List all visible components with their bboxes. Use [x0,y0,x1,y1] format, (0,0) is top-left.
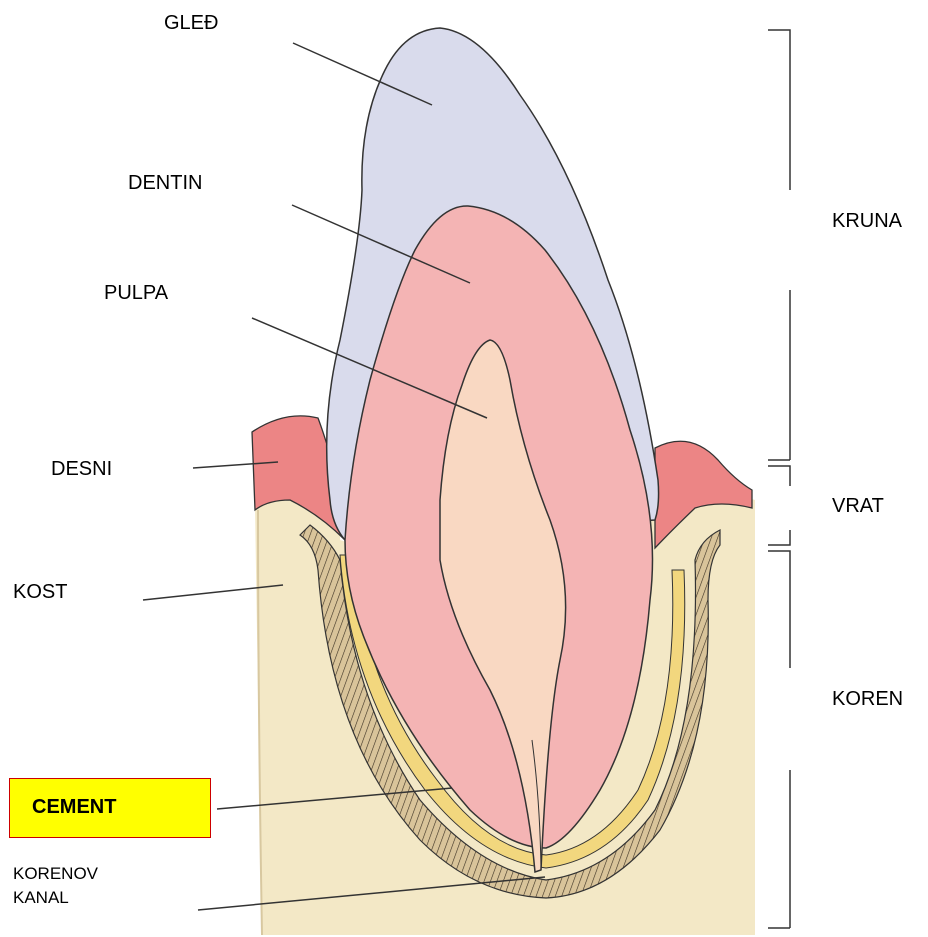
pulp-label: PULPA [104,282,168,304]
bone-label: KOST [13,581,67,603]
crown-region-label: KRUNA [832,210,902,232]
root-canal-label-line2: KANAL [13,887,69,909]
cement-label: CEMENT [32,796,116,818]
crown-bracket [768,30,790,460]
neck-region-label: VRAT [832,495,884,517]
dentin-label: DENTIN [128,172,202,194]
cement-highlight-box: CEMENT [9,778,211,838]
enamel-label: GLEĐ [164,12,218,34]
gum-label: DESNI [51,458,112,480]
root-canal-label-line1: KORENOV [13,863,98,885]
neck-bracket [768,466,790,545]
root-bracket [768,551,790,928]
root-region-label: KOREN [832,688,903,710]
